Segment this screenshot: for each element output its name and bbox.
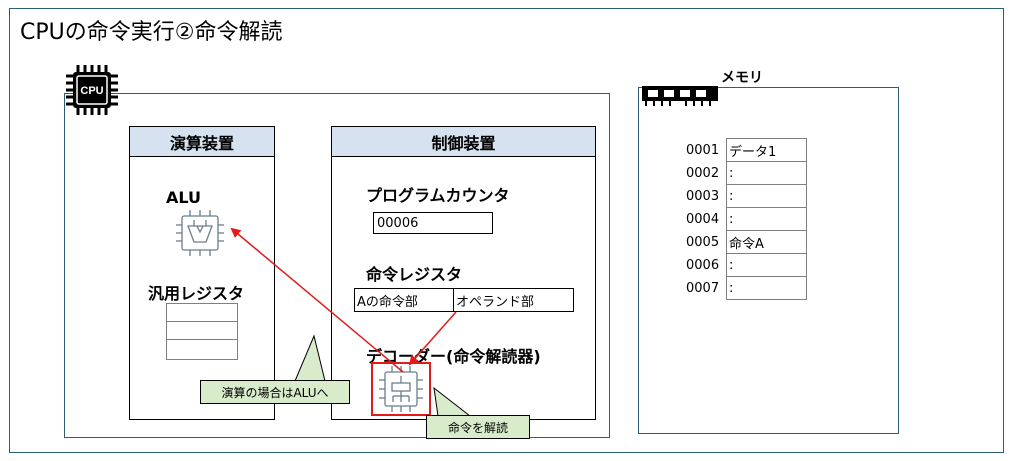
memory-address: 0005 [686, 234, 720, 250]
cpu-chip-text: CPU [80, 85, 103, 97]
memory-table: 0001 データ1 0002 : 0003 : 0004 : 0005 命令A … [686, 138, 807, 300]
instruction-operand-field: オペランド部 [456, 294, 535, 310]
alu-callout: 演算の場合はALUへ [200, 380, 350, 404]
memory-label: メモリ [721, 70, 763, 86]
memory-address: 0006 [686, 257, 720, 273]
general-register-stack [166, 303, 238, 360]
memory-row: 0002 : [686, 161, 807, 185]
memory-row: 0006 : [686, 253, 807, 277]
memory-value: : [726, 207, 807, 231]
memory-row: 0003 : [686, 184, 807, 208]
memory-value: 命令A [726, 230, 807, 254]
cpu-chip-icon: CPU [66, 65, 118, 115]
instruction-register-label: 命令レジスタ [366, 265, 463, 284]
memory-address: 0002 [686, 165, 720, 181]
program-counter-label: プログラムカウンタ [366, 186, 510, 205]
memory-row: 0001 データ1 [686, 138, 807, 162]
memory-address: 0007 [686, 280, 720, 296]
memory-address: 0003 [686, 188, 720, 204]
memory-row: 0005 命令A [686, 230, 807, 254]
memory-row: 0007 : [686, 276, 807, 300]
arithmetic-unit-title: 演算装置 [130, 127, 274, 157]
memory-value: : [726, 161, 807, 185]
register-slot [167, 304, 237, 322]
register-slot [167, 340, 237, 358]
instruction-opcode-field: Aの命令部 [355, 289, 454, 311]
memory-value: : [726, 276, 807, 300]
alu-label: ALU [166, 188, 201, 207]
memory-value: データ1 [726, 138, 807, 162]
decode-callout: 命令を解読 [426, 415, 530, 439]
page-title: CPUの命令実行②命令解読 [20, 20, 283, 45]
program-counter-value: 00006 [373, 212, 493, 234]
memory-module-icon [642, 86, 718, 106]
memory-address: 0004 [686, 211, 720, 227]
memory-value: : [726, 184, 807, 208]
alu-chip-icon [176, 210, 224, 256]
outer-frame [9, 8, 1004, 453]
memory-row: 0004 : [686, 207, 807, 231]
decoder-chip-icon [371, 362, 431, 416]
general-register-label: 汎用レジスタ [148, 284, 245, 303]
register-slot [167, 322, 237, 340]
instruction-register: Aの命令部 オペランド部 [354, 288, 574, 312]
memory-address: 0001 [686, 142, 720, 158]
cpu-box [64, 93, 610, 438]
memory-box [638, 87, 899, 434]
control-unit-title: 制御装置 [332, 127, 595, 157]
arithmetic-unit: 演算装置 [129, 126, 275, 420]
memory-value: : [726, 253, 807, 277]
